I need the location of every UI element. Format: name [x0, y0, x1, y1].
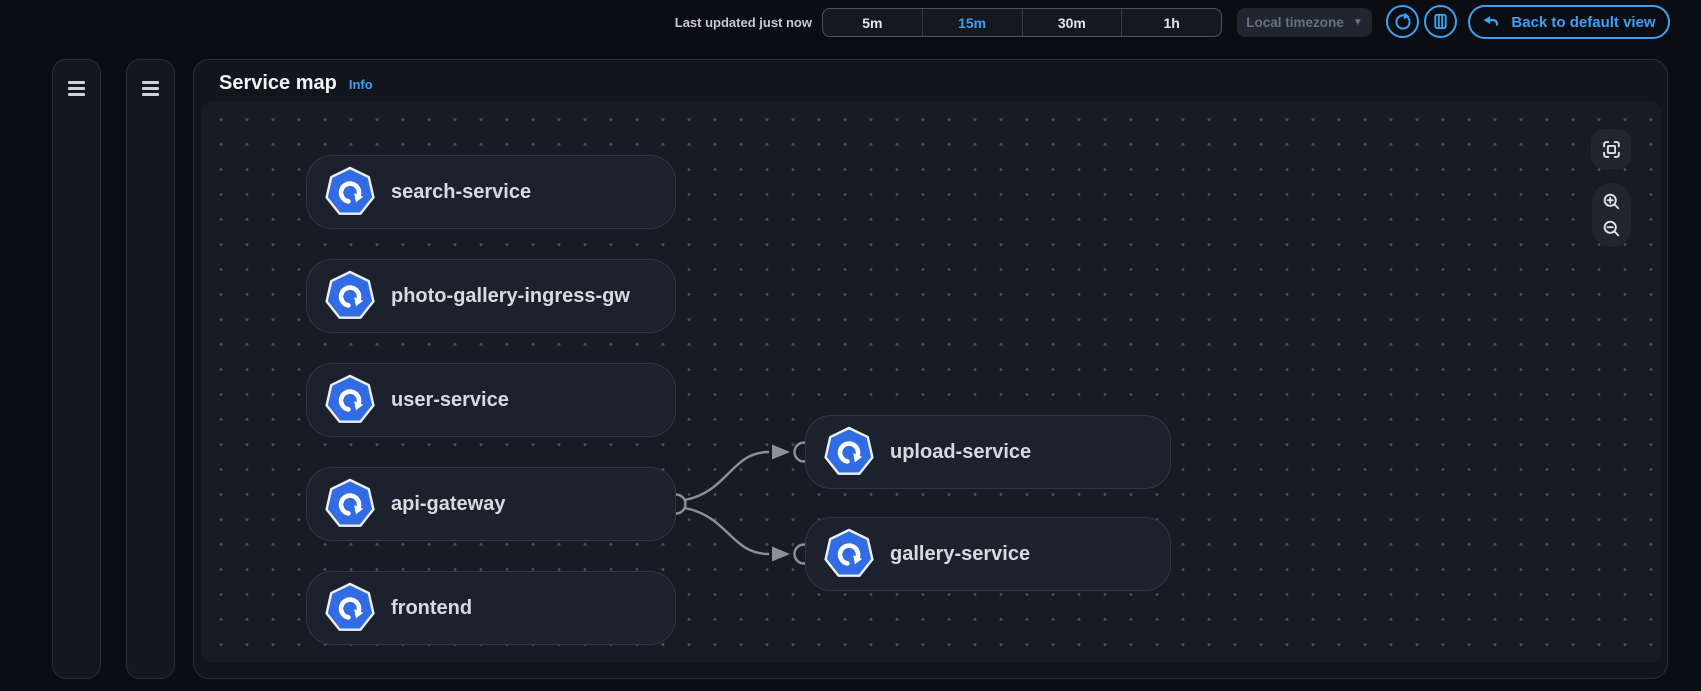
kubernetes-service-icon: [325, 478, 375, 527]
back-to-default-view-label: Back to default view: [1511, 13, 1656, 31]
back-to-default-view-button[interactable]: Back to default view: [1468, 5, 1670, 39]
zoom-in-icon: [1603, 193, 1620, 209]
service-node-label: frontend: [391, 596, 473, 619]
side-rail-primary: [52, 59, 101, 679]
timezone-select[interactable]: Local timezone ▼: [1237, 8, 1372, 37]
kubernetes-service-icon: [325, 166, 375, 215]
time-range-15m[interactable]: 15m: [921, 9, 1022, 36]
map-legend-button[interactable]: [1424, 5, 1457, 38]
node-frontend[interactable]: frontend: [306, 571, 676, 645]
undo-arrow-icon: [1483, 16, 1499, 26]
zoom-out-icon: [1603, 221, 1620, 237]
kubernetes-service-icon: [824, 528, 874, 577]
side-rail-secondary: [126, 59, 175, 679]
arrowhead-icon: [772, 444, 790, 460]
service-node-label: gallery-service: [890, 542, 1031, 565]
hamburger-menu-icon[interactable]: [142, 81, 159, 678]
map-icon: [1434, 13, 1447, 30]
service-map-panel: Service map Info search-: [193, 59, 1668, 679]
node-gallery-service[interactable]: gallery-service: [805, 517, 1171, 591]
time-range-1h[interactable]: 1h: [1121, 9, 1221, 36]
hamburger-menu-icon[interactable]: [68, 81, 85, 678]
node-photo-gallery-ingress-gw[interactable]: photo-gallery-ingress-gw: [306, 259, 676, 333]
service-node-label: photo-gallery-ingress-gw: [391, 284, 630, 307]
time-range-segmented-control: 5m 15m 30m 1h: [822, 8, 1222, 37]
zoom-in-button[interactable]: [1602, 192, 1621, 211]
service-node-label: search-service: [391, 180, 532, 203]
node-upload-service[interactable]: upload-service: [805, 415, 1171, 489]
edge-api-gateway-to-gallery-service: [684, 506, 770, 556]
zoom-controls: [1592, 183, 1631, 247]
service-node-label: upload-service: [890, 440, 1032, 463]
node-api-gateway[interactable]: api-gateway: [306, 467, 676, 541]
kubernetes-service-icon: [325, 374, 375, 423]
time-range-5m[interactable]: 5m: [862, 14, 883, 31]
service-node-label: api-gateway: [391, 492, 506, 515]
timezone-select-value: Local timezone: [1246, 15, 1344, 30]
arrowhead-icon: [772, 546, 790, 562]
panel-header: Service map Info: [219, 72, 373, 102]
refresh-button[interactable]: [1386, 5, 1419, 38]
last-updated-status: Last updated just now: [674, 15, 812, 30]
info-link[interactable]: Info: [348, 77, 373, 92]
refresh-icon: [1394, 12, 1411, 30]
service-node-label: user-service: [391, 388, 509, 411]
kubernetes-service-icon: [325, 582, 375, 631]
kubernetes-service-icon: [824, 426, 874, 475]
zoom-out-button[interactable]: [1602, 219, 1621, 238]
page-title: Service map: [219, 72, 337, 94]
node-user-service[interactable]: user-service: [306, 363, 676, 437]
caret-down-icon: ▼: [1352, 17, 1363, 28]
fit-to-screen-button[interactable]: [1591, 129, 1631, 169]
service-map-canvas[interactable]: search-service photo-gallery-ingress-gw …: [201, 101, 1662, 663]
time-range-30m[interactable]: 30m: [1021, 9, 1122, 36]
node-search-service[interactable]: search-service: [306, 155, 676, 229]
edge-api-gateway-to-upload-service: [684, 450, 770, 502]
kubernetes-service-icon: [325, 270, 375, 319]
fit-to-screen-icon: [1602, 140, 1620, 158]
